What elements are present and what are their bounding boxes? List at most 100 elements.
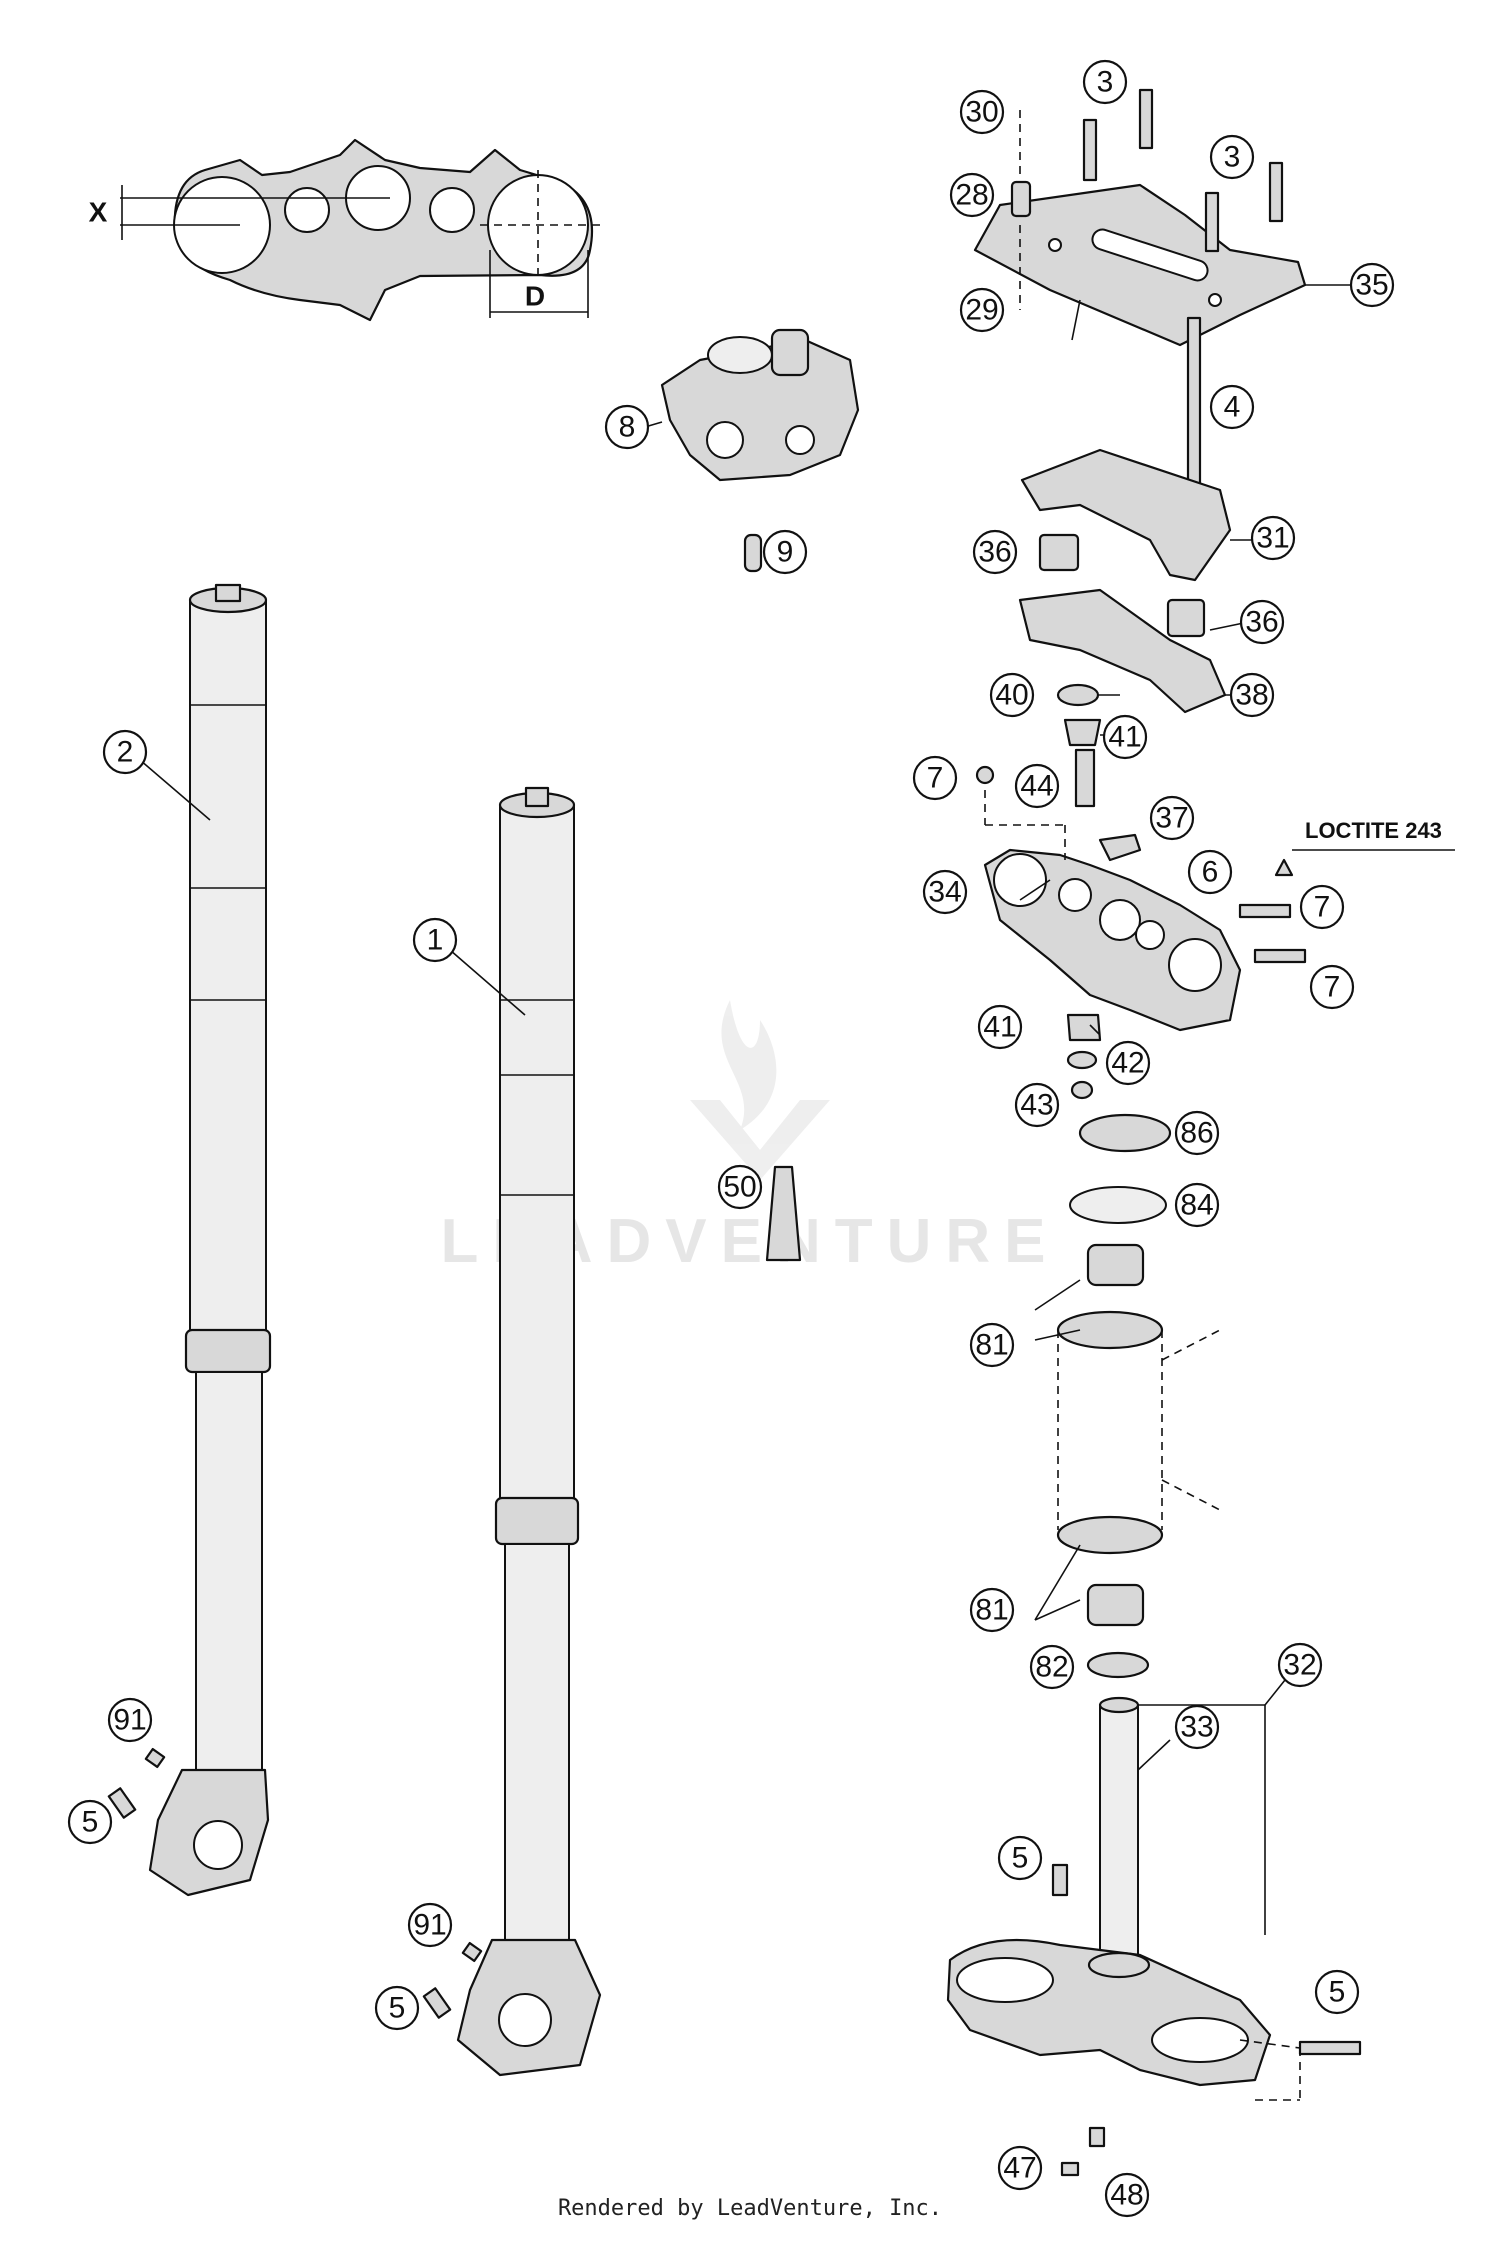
svg-text:40: 40 xyxy=(995,679,1028,712)
svg-text:33: 33 xyxy=(1180,1711,1213,1744)
svg-text:86: 86 xyxy=(1180,1117,1213,1150)
svg-text:43: 43 xyxy=(1020,1089,1053,1122)
callout-50: 50 xyxy=(717,1164,763,1210)
callout-5-left: 5 xyxy=(67,1799,113,1845)
svg-text:1: 1 xyxy=(427,924,444,957)
loctite-note: LOCTITE 243 xyxy=(1305,818,1442,843)
screw-47 xyxy=(1060,2161,1080,2177)
callout-82: 82 xyxy=(1029,1644,1075,1690)
callout-8: 8 xyxy=(604,404,650,450)
svg-text:48: 48 xyxy=(1110,2179,1143,2212)
callout-3b: 3 xyxy=(1209,134,1255,180)
svg-text:28: 28 xyxy=(955,179,988,212)
callout-6: 6 xyxy=(1187,849,1233,895)
svg-text:8: 8 xyxy=(619,411,636,444)
callout-29: 29 xyxy=(959,287,1005,333)
svg-text:6: 6 xyxy=(1202,856,1219,889)
svg-text:91: 91 xyxy=(413,1909,446,1942)
callout-2: 2 xyxy=(102,729,148,775)
washer-40 xyxy=(1056,683,1100,707)
bearing-81-bottom xyxy=(1086,1583,1145,1627)
svg-text:5: 5 xyxy=(1329,1976,1346,2009)
spacer-28 xyxy=(1010,180,1032,218)
callout-48: 48 xyxy=(1104,2172,1150,2218)
svg-text:7: 7 xyxy=(1314,891,1331,924)
svg-text:7: 7 xyxy=(2,0,19,27)
riser-plate-38 xyxy=(1018,588,1227,714)
callout-1: 1 xyxy=(412,917,458,963)
rubber-41 xyxy=(1063,718,1102,747)
nut-43 xyxy=(1070,1080,1094,1100)
dimension-x-label: X xyxy=(89,197,108,228)
clamp-bolt-7a xyxy=(1238,903,1292,919)
svg-text:81: 81 xyxy=(975,1594,1008,1627)
nut-37 xyxy=(1098,833,1142,862)
callout-9: 9 xyxy=(762,529,808,575)
screw-7-top xyxy=(975,765,995,785)
callout-7-loctite: 7 xyxy=(1299,884,1345,930)
bolt-3c xyxy=(1204,191,1220,253)
callout-84: 84 xyxy=(1174,1182,1220,1228)
sleeve-44 xyxy=(1074,748,1096,808)
svg-text:36: 36 xyxy=(1245,606,1278,639)
svg-text:5: 5 xyxy=(82,1806,99,1839)
callout-4: 4 xyxy=(1209,384,1255,430)
seal-82 xyxy=(1086,1651,1150,1679)
callout-37: 37 xyxy=(1149,795,1195,841)
footer-credit: Rendered by LeadVenture, Inc. xyxy=(557,2196,943,2221)
callout-91-left: 91 xyxy=(107,1697,153,1743)
bushing-36-left xyxy=(1038,533,1080,572)
washer-42 xyxy=(1066,1050,1098,1070)
screw-5-stem xyxy=(1051,1863,1069,1897)
rubber-41-lower xyxy=(1066,1013,1102,1042)
callout-81-bottom: 81 xyxy=(969,1587,1015,1633)
svg-text:30: 30 xyxy=(965,96,998,129)
svg-text:2: 2 xyxy=(117,736,134,769)
long-bolt-4 xyxy=(1186,316,1202,490)
svg-text:9: 9 xyxy=(777,536,794,569)
screw-91-left xyxy=(144,1747,166,1769)
clamp-bolt-7b xyxy=(1253,948,1307,964)
dimension-d-label: D xyxy=(525,281,545,312)
callout-32: 32 xyxy=(1277,1642,1323,1688)
steering-damper xyxy=(660,328,860,482)
svg-text:34: 34 xyxy=(928,876,961,909)
bracket-48 xyxy=(1088,2126,1106,2148)
callout-5-right: 5 xyxy=(374,1985,420,2031)
callout-41-top: 41 xyxy=(1102,714,1148,760)
callout-7-lower: 7 xyxy=(1309,964,1355,1010)
callout-30: 30 xyxy=(959,89,1005,135)
grease-tube xyxy=(765,1165,802,1262)
callout-86: 86 xyxy=(1174,1110,1220,1156)
callout-36-left: 36 xyxy=(972,529,1018,575)
svg-text:82: 82 xyxy=(1035,1651,1068,1684)
svg-text:91: 91 xyxy=(113,1704,146,1737)
bolt-3a xyxy=(1082,118,1098,182)
svg-text:41: 41 xyxy=(1108,721,1141,754)
bar-clamp-top xyxy=(973,183,1307,347)
screw-5-right xyxy=(422,1987,452,2019)
screw-91-right xyxy=(461,1941,483,1963)
callout-33: 33 xyxy=(1174,1704,1220,1750)
loctite-drop xyxy=(1274,858,1294,877)
callout-5-pinch: 5 xyxy=(1314,1969,1360,2015)
bolt-3d xyxy=(1268,161,1284,223)
svg-text:4: 4 xyxy=(1224,391,1241,424)
callout-91-right: 91 xyxy=(407,1902,453,1948)
svg-text:31: 31 xyxy=(1256,522,1289,555)
callout-47: 47 xyxy=(997,2145,1043,2191)
triple-clamp-dimension-view xyxy=(120,138,600,322)
svg-text:84: 84 xyxy=(1180,1189,1213,1222)
svg-text:35: 35 xyxy=(1355,269,1388,302)
callout-42: 42 xyxy=(1105,1040,1151,1086)
svg-text:7: 7 xyxy=(1324,971,1341,1004)
pinch-bolt-5 xyxy=(1298,2040,1362,2056)
svg-text:38: 38 xyxy=(1235,679,1268,712)
dust-seal-86 xyxy=(1078,1113,1172,1153)
seal-84 xyxy=(1069,1186,1167,1224)
svg-text:36: 36 xyxy=(978,536,1011,569)
bar-clamp-bottom-31 xyxy=(1020,448,1232,582)
lower-triple-clamp-stem xyxy=(946,1696,1272,2087)
callout-31: 31 xyxy=(1250,515,1296,561)
